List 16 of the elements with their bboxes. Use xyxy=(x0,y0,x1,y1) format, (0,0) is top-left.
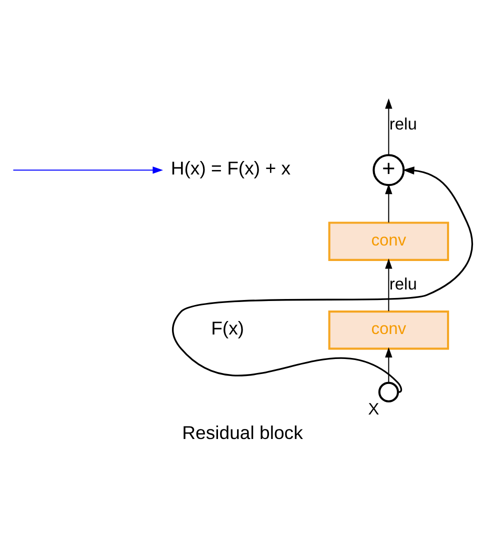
arrow xyxy=(385,258,392,311)
arrow xyxy=(172,166,473,392)
arrow xyxy=(13,166,164,174)
edge-label: relu xyxy=(389,114,417,134)
node-text: H(x) = F(x) + x xyxy=(170,157,291,178)
arrow xyxy=(385,183,392,222)
node-label: X xyxy=(368,399,380,418)
node-box: conv xyxy=(328,221,450,260)
node-circle: + xyxy=(372,154,405,186)
arrow xyxy=(385,346,392,382)
caption: Residual block xyxy=(182,421,303,442)
edge-label: relu xyxy=(389,274,417,294)
node-box: conv xyxy=(328,310,450,350)
arrow xyxy=(385,98,392,155)
node-circle xyxy=(378,381,399,402)
label: F(x) xyxy=(211,317,244,338)
